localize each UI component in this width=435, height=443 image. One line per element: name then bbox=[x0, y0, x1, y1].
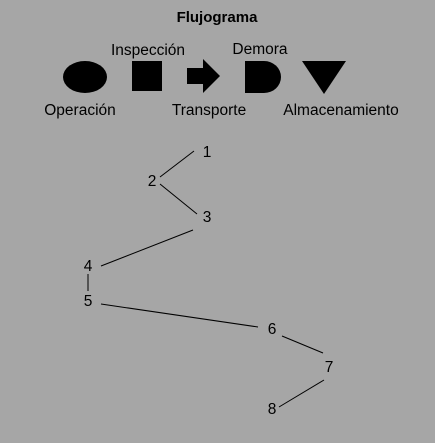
legend-label-inspeccion: Inspección bbox=[111, 42, 185, 59]
arrow-right-icon bbox=[187, 59, 220, 93]
connector-5-6 bbox=[100, 303, 259, 328]
legend-label-almacenamiento: Almacenamiento bbox=[283, 102, 398, 119]
connector-2-3 bbox=[159, 183, 198, 215]
legend-label-transporte: Transporte bbox=[172, 102, 246, 119]
legend-label-demora: Demora bbox=[232, 41, 288, 58]
connector-1-2 bbox=[159, 150, 195, 178]
step-number-7: 7 bbox=[325, 359, 334, 376]
step-number-1: 1 bbox=[203, 144, 212, 161]
diagram-title: Flujograma bbox=[177, 9, 259, 26]
connector-lines bbox=[87, 150, 325, 408]
step-number-4: 4 bbox=[84, 258, 93, 275]
triangle-down-icon bbox=[302, 61, 346, 94]
ellipse-icon bbox=[63, 61, 107, 93]
step-number-8: 8 bbox=[268, 401, 277, 418]
step-number-5: 5 bbox=[84, 293, 93, 310]
step-number-2: 2 bbox=[148, 173, 157, 190]
square-icon bbox=[132, 61, 162, 91]
d-shape-icon bbox=[245, 61, 281, 93]
connector-6-7 bbox=[281, 335, 324, 354]
step-number-6: 6 bbox=[268, 321, 277, 338]
connector-3-4 bbox=[100, 229, 194, 267]
connector-7-8 bbox=[278, 379, 325, 408]
step-number-3: 3 bbox=[203, 209, 212, 226]
legend-label-operacion: Operación bbox=[44, 102, 116, 119]
